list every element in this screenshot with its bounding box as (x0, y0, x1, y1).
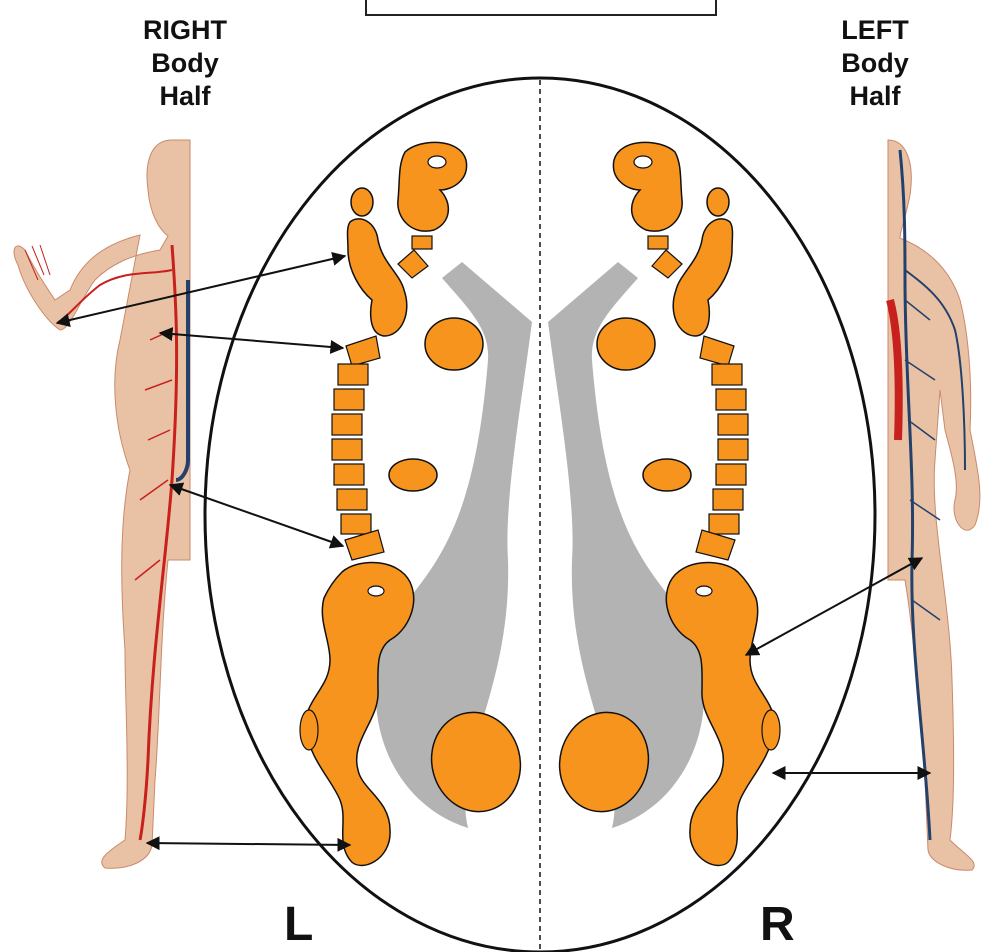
right-side-letter: R (760, 897, 795, 952)
left-side-letter: L (284, 897, 313, 952)
human-figure-venous-icon (888, 140, 980, 870)
human-figure-arterial-icon (14, 140, 190, 868)
